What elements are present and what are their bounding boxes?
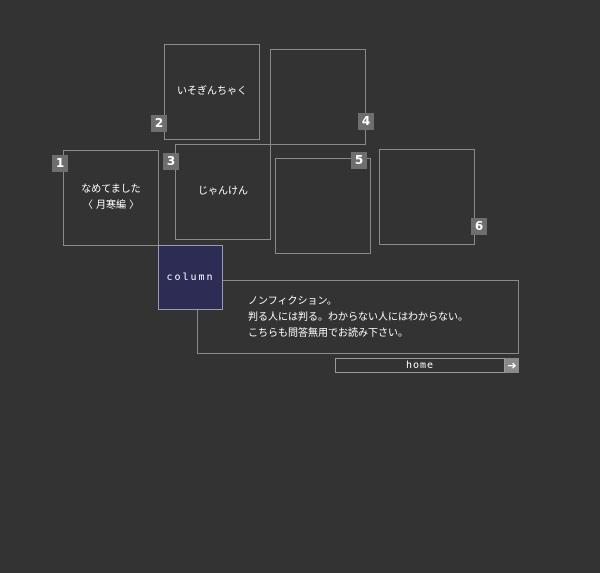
story-box-6[interactable] bbox=[379, 149, 475, 245]
story-box-4[interactable] bbox=[270, 49, 366, 145]
column-button-label: column bbox=[166, 272, 215, 283]
arrow-right-icon[interactable]: ➔ bbox=[505, 358, 519, 373]
column-button[interactable]: column bbox=[158, 245, 223, 310]
story-box-1-label: なめてました 〈 月寒編 〉 bbox=[81, 184, 141, 211]
number-badge-4[interactable]: 4 bbox=[358, 113, 374, 130]
story-box-2-label: いそぎんちゃく bbox=[177, 86, 247, 97]
story-box-3[interactable]: じゃんけん bbox=[175, 144, 271, 240]
home-link-label: home bbox=[405, 360, 435, 371]
number-badge-2[interactable]: 2 bbox=[151, 115, 167, 132]
home-link[interactable]: home bbox=[335, 358, 505, 373]
story-box-5[interactable] bbox=[275, 158, 371, 254]
description-line-2: 判る人には判る。わからない人にはわからない。 bbox=[248, 312, 468, 323]
number-badge-6[interactable]: 6 bbox=[471, 218, 487, 235]
story-box-3-label: じゃんけん bbox=[198, 186, 248, 197]
number-badge-3[interactable]: 3 bbox=[163, 153, 179, 170]
number-badge-1[interactable]: 1 bbox=[52, 155, 68, 172]
description-line-1: ノンフィクション。 bbox=[248, 296, 337, 307]
description-line-3: こちらも問答無用でお読み下さい。 bbox=[248, 328, 408, 339]
story-box-1[interactable]: なめてました 〈 月寒編 〉 bbox=[63, 150, 159, 246]
description-box: ノンフィクション。 判る人には判る。わからない人にはわからない。 こちらも問答無… bbox=[197, 280, 519, 354]
story-box-2[interactable]: いそぎんちゃく bbox=[164, 44, 260, 140]
number-badge-5[interactable]: 5 bbox=[351, 152, 367, 169]
